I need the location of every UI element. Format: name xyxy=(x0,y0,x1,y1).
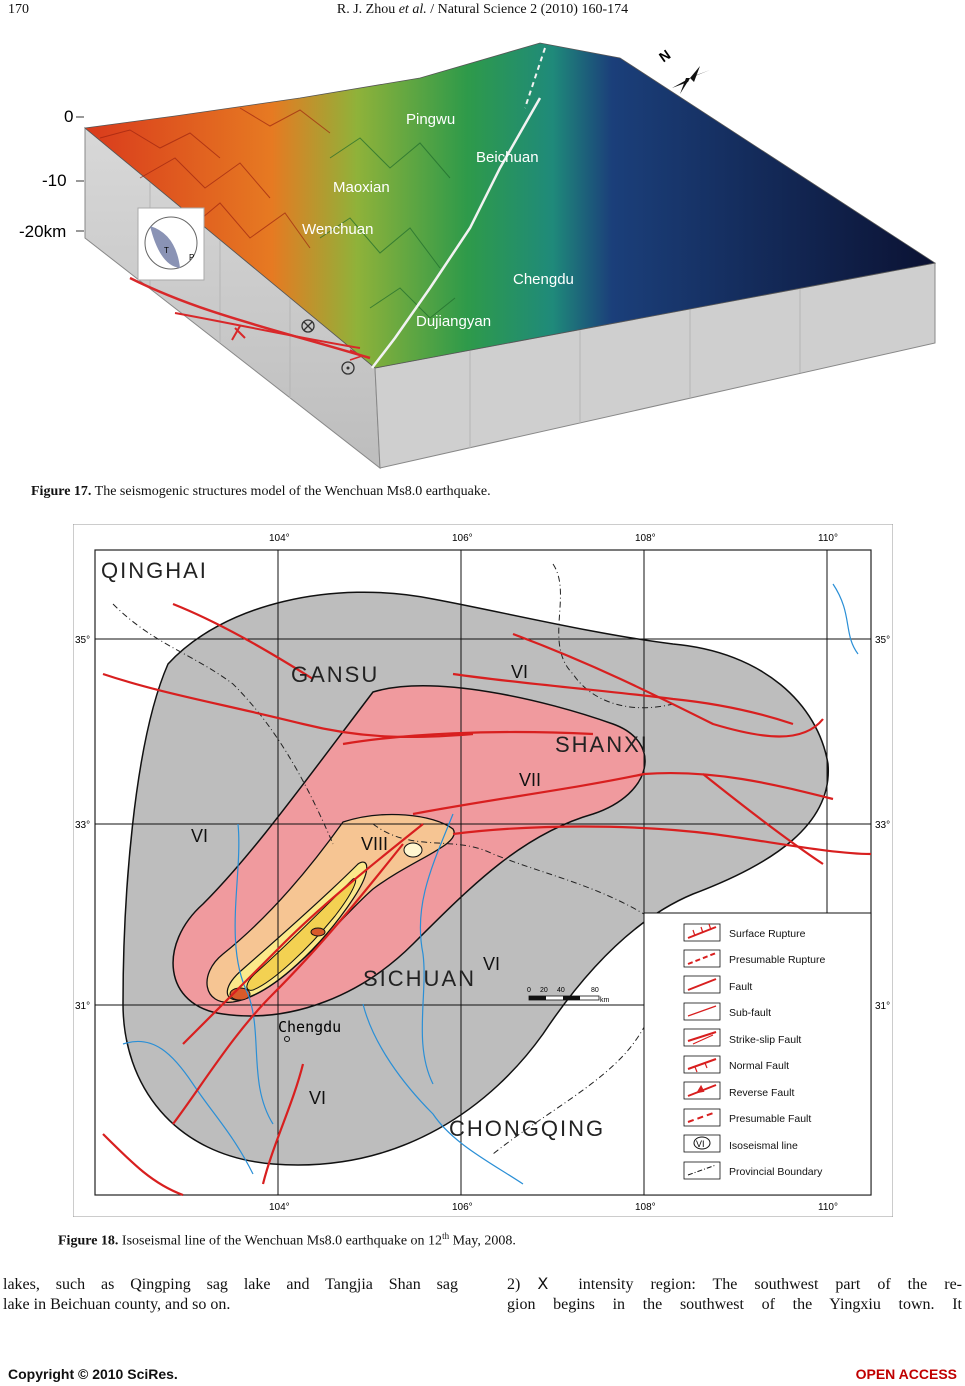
lon-label-104-bottom: 104° xyxy=(269,1202,290,1213)
body-right-line-2: gion begins in the southwest of the Ying… xyxy=(507,1296,962,1313)
footer-open-access: OPEN ACCESS xyxy=(855,1366,957,1382)
scale-unit: km xyxy=(600,997,610,1004)
lat-label-33-right: 33° xyxy=(875,820,890,831)
intensity-label-vi-west: VI xyxy=(191,826,208,846)
body-left-line-2: lake in Beichuan county, and so on. xyxy=(3,1296,231,1313)
legend-provincial-boundary: Provincial Boundary xyxy=(729,1166,823,1178)
legend-surface-rupture: Surface Rupture xyxy=(729,928,806,940)
figure-17-caption-text: The seismogenic structures model of the … xyxy=(91,484,491,499)
footer-copyright: Copyright © 2010 SciRes. xyxy=(8,1366,178,1382)
lon-label-104-top: 104° xyxy=(269,533,290,544)
intensity-label-vii: VII xyxy=(519,770,541,790)
citation-authors: R. J. Zhou xyxy=(336,2,399,17)
subsurface-fault-1 xyxy=(129,276,371,360)
province-sichuan: SICHUAN xyxy=(363,966,476,991)
fault-trace-white xyxy=(371,97,542,369)
legend-sub-fault: Sub-fault xyxy=(729,1007,771,1019)
north-label: N xyxy=(656,46,673,65)
subsurface-fault-2 xyxy=(174,312,361,349)
scale-bar: 0 20 40 80 km xyxy=(527,987,610,1004)
map-legend: VI Surface Rupture Presumable Rupture Fa… xyxy=(643,912,872,1196)
lat-label-31-left: 31° xyxy=(75,1001,90,1012)
page-number: 170 xyxy=(8,2,29,17)
figure-18-caption-end: May, 2008. xyxy=(449,1233,516,1249)
figure-18-caption-text: Isoseismal line of the Wenchuan Ms8.0 ea… xyxy=(118,1233,443,1249)
lon-label-110-bottom: 110° xyxy=(818,1202,838,1213)
figure-18-isoseismal-map: 104° 106° 108° 110° 104° 106° 108° 110° … xyxy=(73,524,893,1217)
citation-etal: et al. xyxy=(398,2,427,17)
figure-17-label: Figure 17. xyxy=(31,484,92,499)
scale-tick-0: 0 xyxy=(527,987,531,994)
legend-normal-fault: Normal Fault xyxy=(729,1060,789,1072)
fault-trace-dashed xyxy=(524,47,546,109)
beachball-t-label: T xyxy=(164,246,169,255)
lon-label-110-top: 110° xyxy=(818,533,838,544)
legend-isoseismal-symbol: VI xyxy=(696,1139,705,1149)
legend-isoseismal-line: Isoseismal line xyxy=(729,1140,798,1152)
depth-label-20: -20km xyxy=(19,222,66,241)
figure-17-block-diagram: T P 0 -10 -20km Pingwu Beichuan Maoxian … xyxy=(19,42,937,470)
intensity-label-vi-south: VI xyxy=(309,1088,326,1108)
legend-fault: Fault xyxy=(729,981,752,993)
running-header: R. J. Zhou et al. / Natural Science 2 (2… xyxy=(0,2,965,18)
scale-tick-20: 20 xyxy=(540,987,548,994)
citation-journal: / Natural Science 2 (2010) 160-174 xyxy=(426,2,629,17)
scale-tick-80: 80 xyxy=(591,987,599,994)
legend-reverse-fault: Reverse Fault xyxy=(729,1087,794,1099)
lon-label-106-bottom: 106° xyxy=(452,1202,473,1213)
intensity-label-vi-east: VI xyxy=(483,954,500,974)
depth-label-0: 0 xyxy=(64,107,73,126)
lon-label-106-top: 106° xyxy=(452,533,473,544)
province-gansu: GANSU xyxy=(291,662,379,687)
figure-18-caption: Figure 18. Isoseismal line of the Wenchu… xyxy=(58,1231,516,1250)
scale-tick-40: 40 xyxy=(557,987,565,994)
lon-label-108-top: 108° xyxy=(635,533,656,544)
place-beichuan: Beichuan xyxy=(476,149,539,166)
intensity-label-viii: VIII xyxy=(361,834,388,854)
figure-18-label: Figure 18. xyxy=(58,1233,119,1249)
place-maoxian: Maoxian xyxy=(333,179,390,196)
place-chengdu: Chengdu xyxy=(513,271,574,288)
beachball-p-label: P xyxy=(189,253,194,262)
lat-label-33-left: 33° xyxy=(75,820,90,831)
lat-label-31-right: 31° xyxy=(875,1001,890,1012)
terrain-surface xyxy=(84,42,937,369)
intensity-label-vi-north: VI xyxy=(511,662,528,682)
province-qinghai: QINGHAI xyxy=(101,558,208,583)
body-right-line-1: 2) Ⅹ intensity region: The southwest par… xyxy=(507,1276,962,1293)
legend-strike-slip-fault: Strike-slip Fault xyxy=(729,1034,801,1046)
province-chongqing: CHONGQING xyxy=(449,1116,605,1141)
body-right-column: 2) Ⅹ intensity region: The southwest par… xyxy=(507,1275,962,1315)
place-wenchuan: Wenchuan xyxy=(302,221,373,238)
depth-label-10: -10 xyxy=(42,171,67,190)
lon-label-108-bottom: 108° xyxy=(635,1202,656,1213)
city-chengdu: Chengdu xyxy=(278,1018,341,1036)
lat-label-35-right: 35° xyxy=(875,635,890,646)
figure-18-caption-sup: th xyxy=(442,1231,450,1241)
legend-presumable-rupture: Presumable Rupture xyxy=(729,954,825,966)
body-left-line-1: lakes, such as Qingping sag lake and Tan… xyxy=(3,1276,458,1293)
body-left-column: lakes, such as Qingping sag lake and Tan… xyxy=(3,1275,458,1315)
place-pingwu: Pingwu xyxy=(406,111,455,128)
lat-label-35-left: 35° xyxy=(75,635,90,646)
legend-presumable-fault: Presumable Fault xyxy=(729,1113,811,1125)
chengdu-marker xyxy=(284,1036,290,1042)
province-shanxi: SHANXI xyxy=(555,732,649,757)
place-dujiangyan: Dujiangyan xyxy=(416,313,491,330)
figure-17-caption: Figure 17. The seismogenic structures mo… xyxy=(31,484,491,500)
